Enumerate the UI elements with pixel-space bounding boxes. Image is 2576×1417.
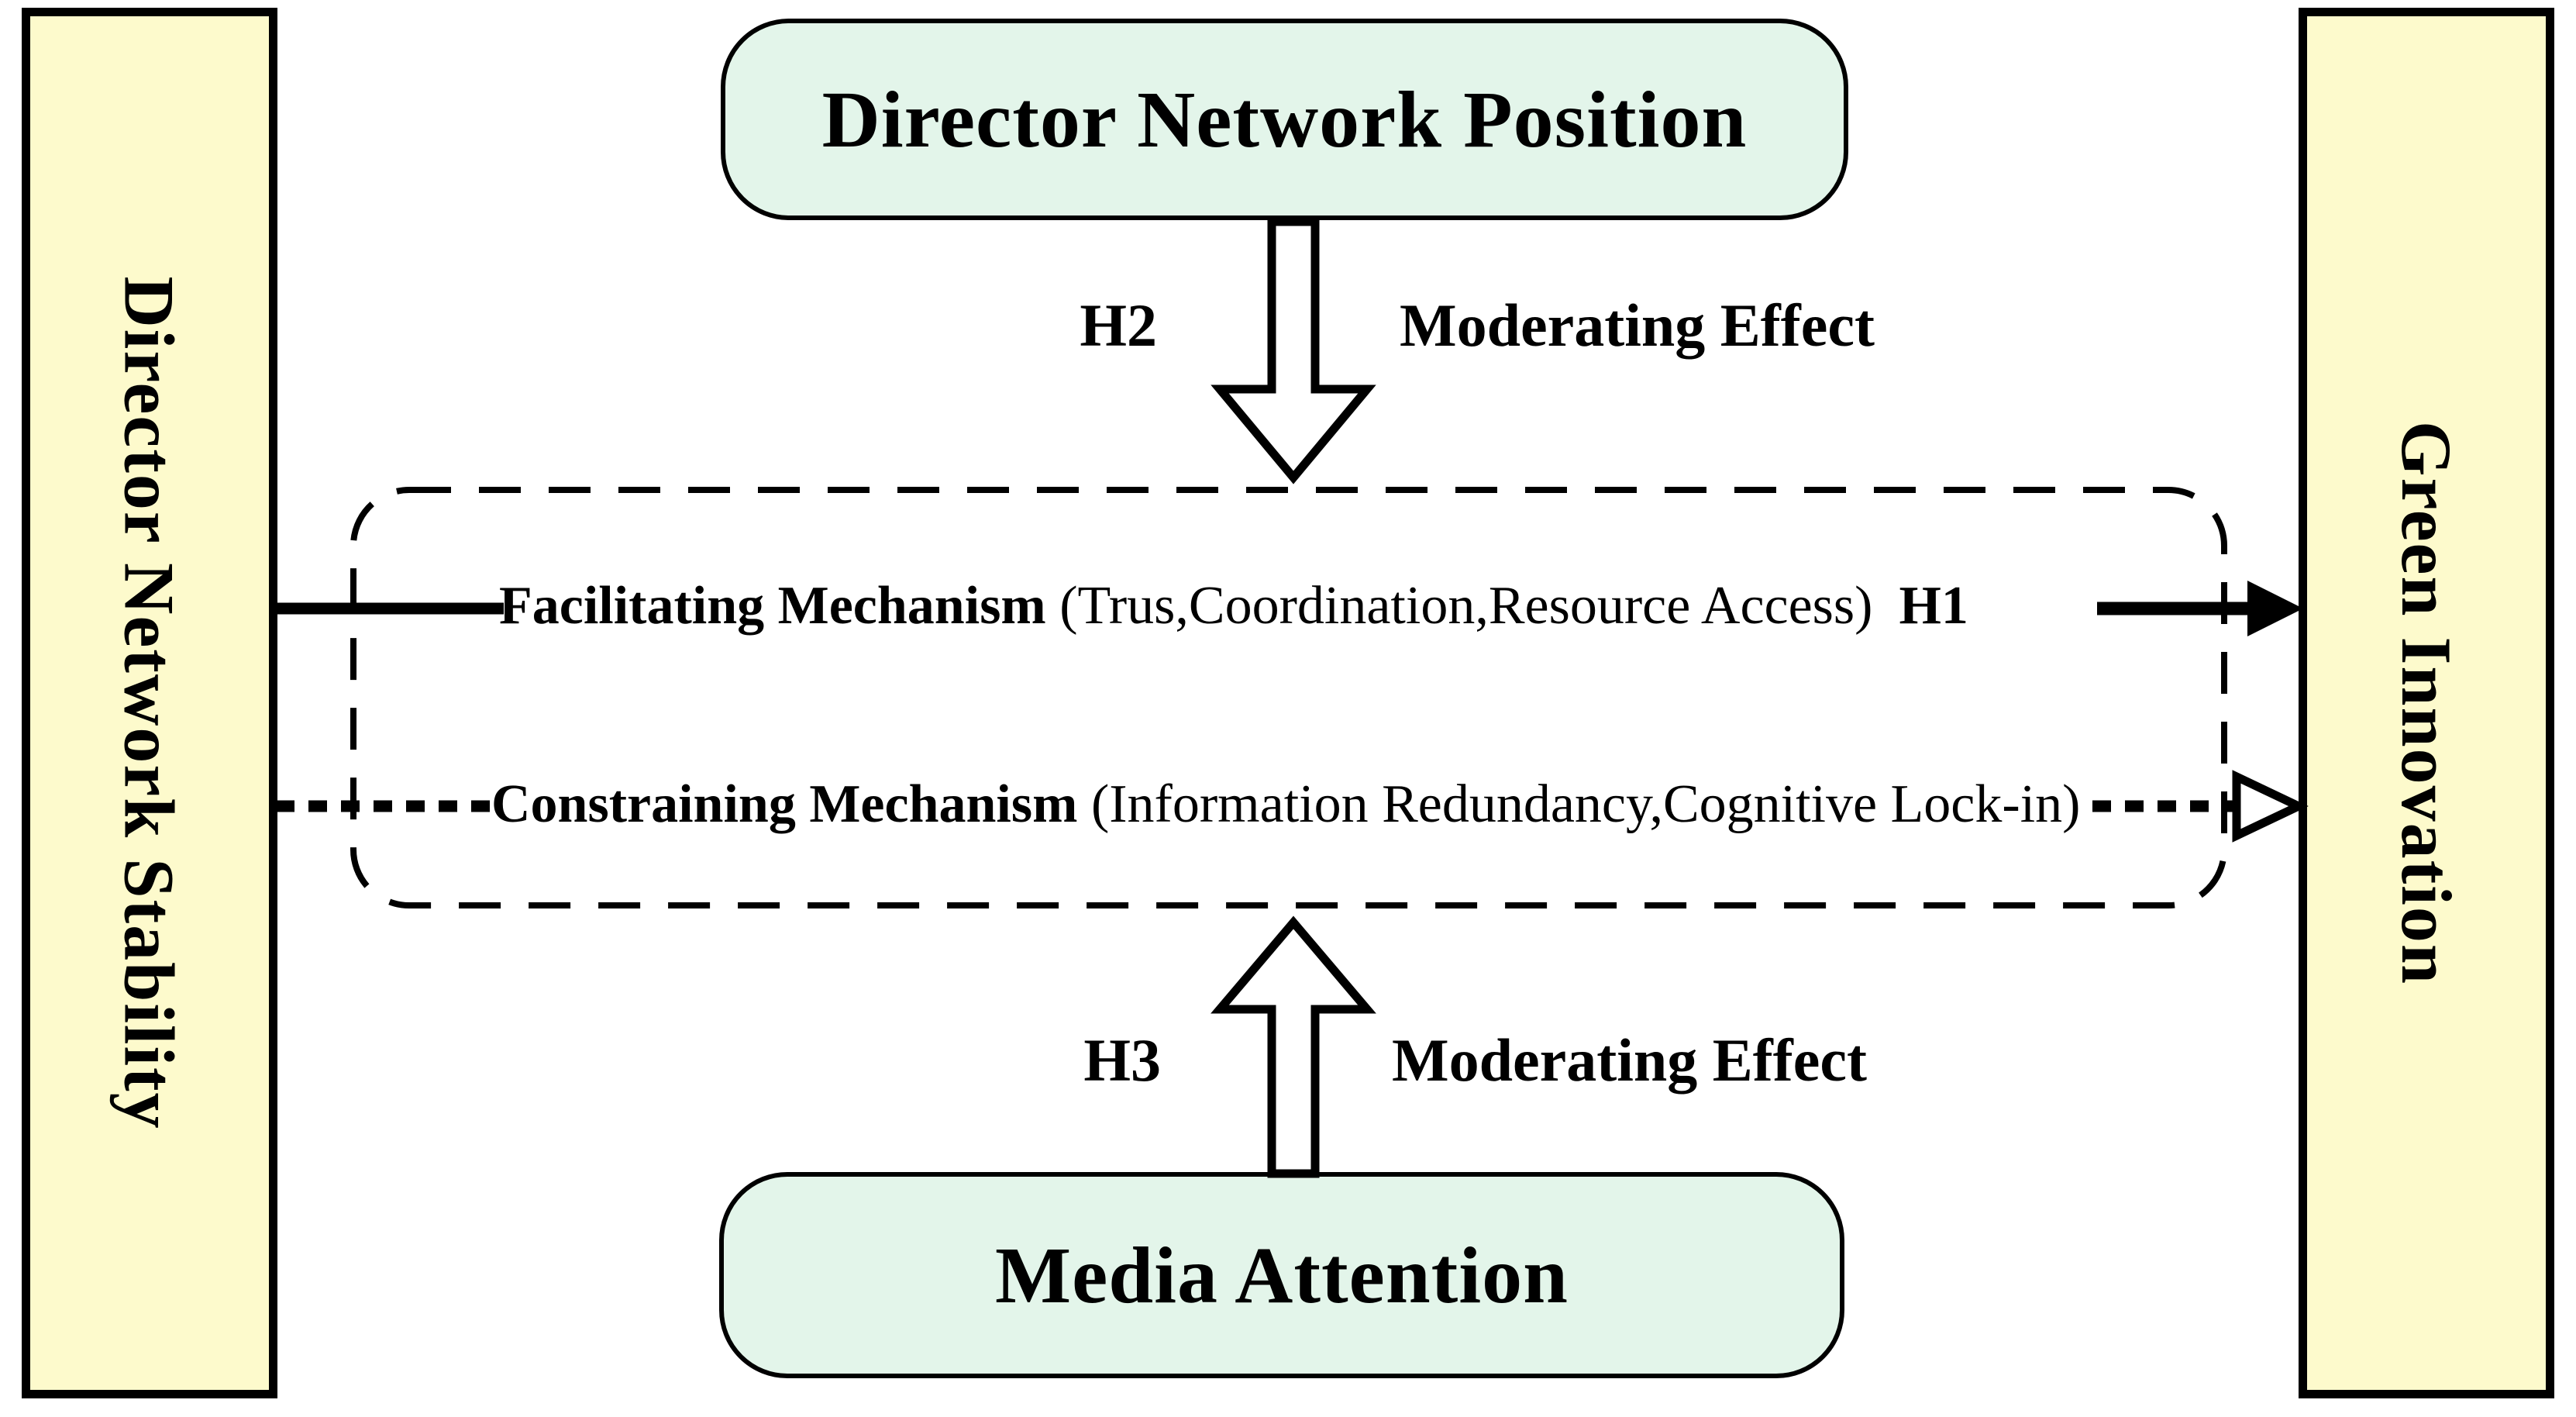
director-network-stability-box: Director Network Stability	[22, 8, 277, 1398]
media-attention-label: Media Attention	[994, 1230, 1569, 1320]
green-innovation-box: Green Innovation	[2299, 8, 2554, 1398]
facilitating-mechanism-row: Facilitating Mechanism (Trus,Coordinatio…	[499, 552, 1968, 660]
h2-down-block-arrow-icon	[1211, 217, 1376, 484]
h2-label: H2	[1080, 291, 1157, 359]
moderating-effect-bottom-label: Moderating Effect	[1392, 1026, 1867, 1094]
h3-up-block-arrow-icon	[1211, 915, 1376, 1178]
facilitating-mechanism-detail: (Trus,Coordination,Resource Access)	[1059, 576, 1873, 636]
h1-filled-arrowhead-icon	[2247, 581, 2303, 636]
constraining-mechanism-label: Constraining Mechanism	[491, 774, 1091, 834]
director-network-position-label: Director Network Position	[821, 74, 1748, 164]
h3-label: H3	[1083, 1026, 1161, 1094]
moderating-effect-top-label: Moderating Effect	[1400, 291, 1875, 359]
facilitating-mechanism-label: Facilitating Mechanism	[499, 576, 1060, 636]
h1-label: H1	[1899, 576, 1968, 636]
constraining-mechanism-row: Constraining Mechanism (Information Redu…	[491, 750, 2080, 859]
constraining-mechanism-detail: (Information Redundancy,Cognitive Lock-i…	[1090, 774, 2081, 834]
open-arrowhead-icon	[2232, 770, 2309, 843]
media-attention-box: Media Attention	[719, 1172, 1844, 1378]
